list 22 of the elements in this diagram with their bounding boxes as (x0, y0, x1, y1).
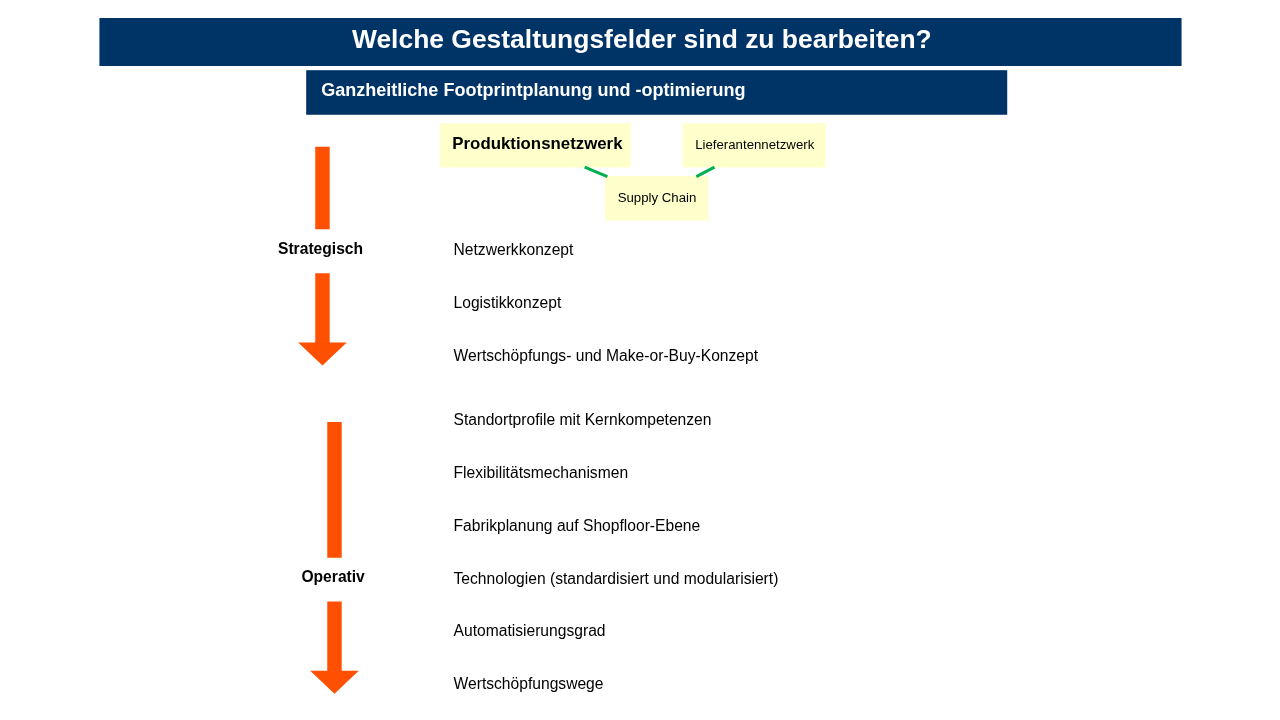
connector (326, 422, 342, 558)
label: Technologien (standardisiert und modularisiert) (453, 569, 778, 587)
node-box: Ganzheitliche Footprintplanung und -optimierung (305, 70, 1007, 115)
connector (583, 165, 608, 178)
arrow (297, 273, 347, 366)
node-text: Operativ (300, 568, 365, 586)
arrow (309, 601, 359, 694)
diagram-title: Welche Gestaltungsfelder sind zu bearbeiten? (351, 23, 932, 54)
node-text: Strategisch (277, 240, 363, 258)
label: Netzwerkkonzept (453, 241, 573, 259)
node-box: Supply Chain (604, 176, 708, 221)
label: Wertschöpfungswege (453, 675, 604, 693)
label: Wertschöpfungs- und Make-or-Buy-Konzept (453, 347, 758, 365)
connector (314, 146, 330, 230)
label: Fabrikplanung auf Shopfloor-Ebene (453, 516, 700, 534)
label: Standortprofile mit Kernkompetenzen (453, 410, 711, 428)
node-box: Lieferantennetzwerk (682, 123, 826, 168)
label: Logistikkonzept (453, 294, 561, 312)
label: Automatisierungsgrad (453, 622, 606, 640)
node-box: Produktionsnetzwerk (439, 123, 631, 168)
label: Flexibilitätsmechanismen (453, 463, 628, 481)
connector (695, 165, 715, 178)
